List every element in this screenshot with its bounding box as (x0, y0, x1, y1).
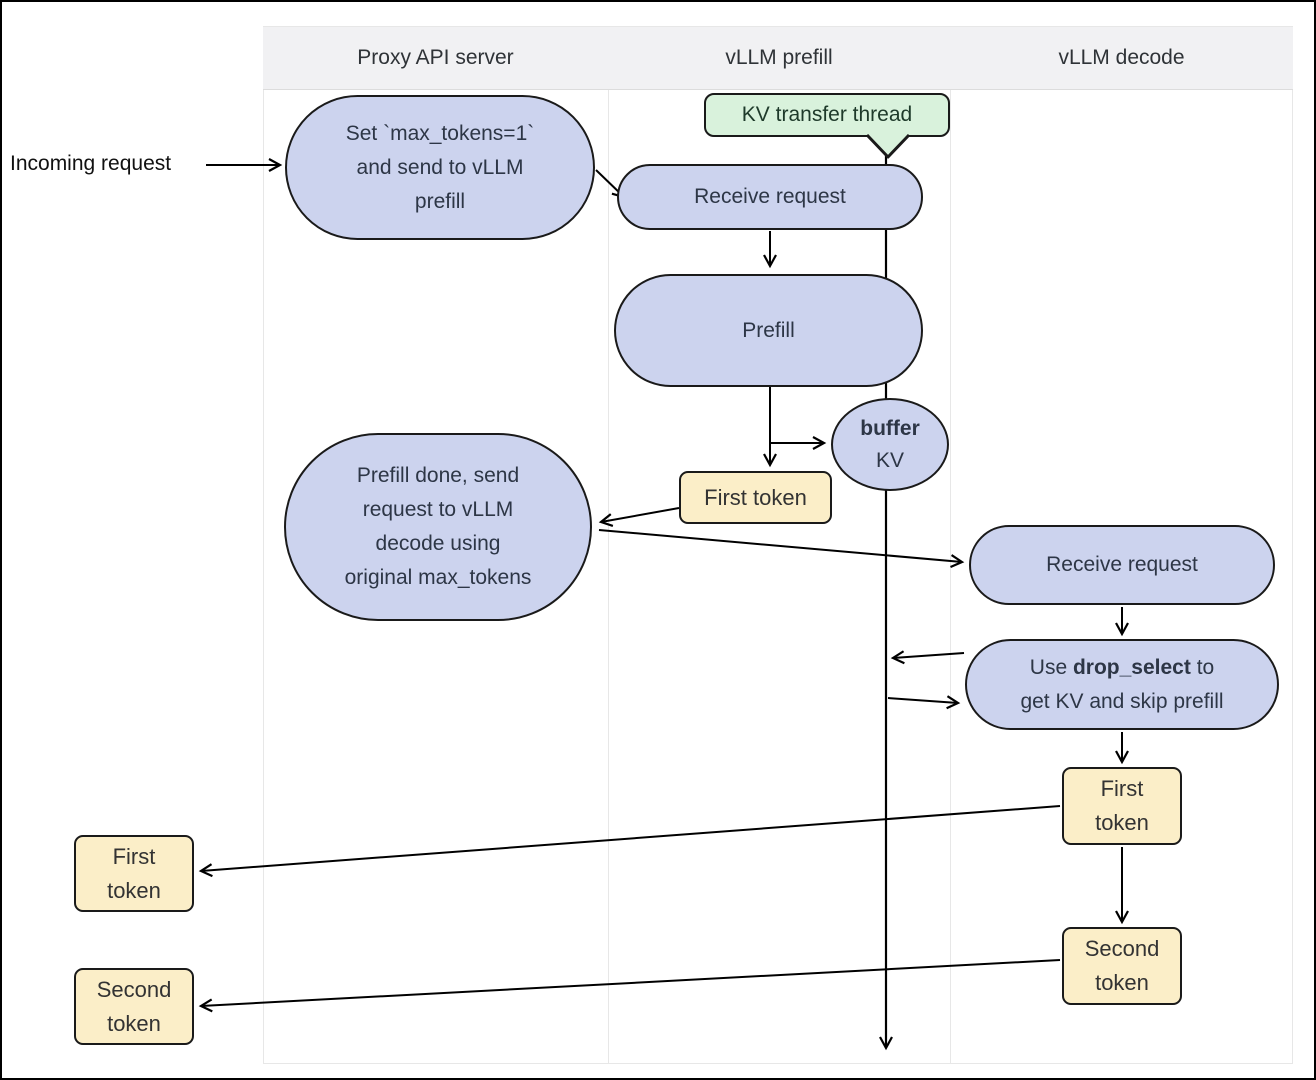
lane-header-decode-label: vLLM decode (1058, 46, 1185, 69)
arrow-kv-thread-to-drop-select (887, 695, 961, 710)
lane-header-proxy-label: Proxy API server (357, 46, 514, 69)
arrow-first-token-out (198, 805, 1061, 878)
lane-divider-2 (950, 26, 951, 1064)
lane-header-proxy: Proxy API server (263, 27, 608, 90)
note-tail (865, 134, 911, 159)
arrow-second-token-out (198, 959, 1061, 1013)
lane-header-decode: vLLM decode (950, 27, 1293, 90)
node-prefill: Prefill (614, 274, 923, 387)
incoming-request-label: Incoming request (10, 152, 172, 175)
lane-header-prefill-label: vLLM prefill (725, 46, 833, 69)
node-first-token-decode: First token (1062, 767, 1182, 845)
node-drop-select: Use drop_select to get KV and skip prefi… (965, 639, 1279, 730)
node-second-token-out: Second token (74, 968, 194, 1045)
node-set-max-tokens: Set `max_tokens=1` and send to vLLM pref… (285, 95, 595, 240)
lane-header-prefill: vLLM prefill (608, 27, 950, 90)
arrow-first-token-to-proxy (598, 507, 680, 528)
lane-divider-1 (608, 26, 609, 1064)
node-first-token-prefill: First token (679, 471, 832, 524)
arrow-drop-select-to-kv-thread (890, 650, 965, 665)
node-second-token-decode: Second token (1062, 927, 1182, 1005)
node-prefill-done: Prefill done, send request to vLLM decod… (284, 433, 592, 621)
arrow-proxy-to-decode (598, 529, 965, 569)
node-first-token-out: First token (74, 835, 194, 912)
node-buffer-kv: buffer KV (831, 398, 949, 491)
node-receive-request-decode: Receive request (969, 525, 1275, 605)
node-receive-request-prefill: Receive request (617, 164, 923, 230)
kv-transfer-thread-note: KV transfer thread (704, 93, 950, 159)
